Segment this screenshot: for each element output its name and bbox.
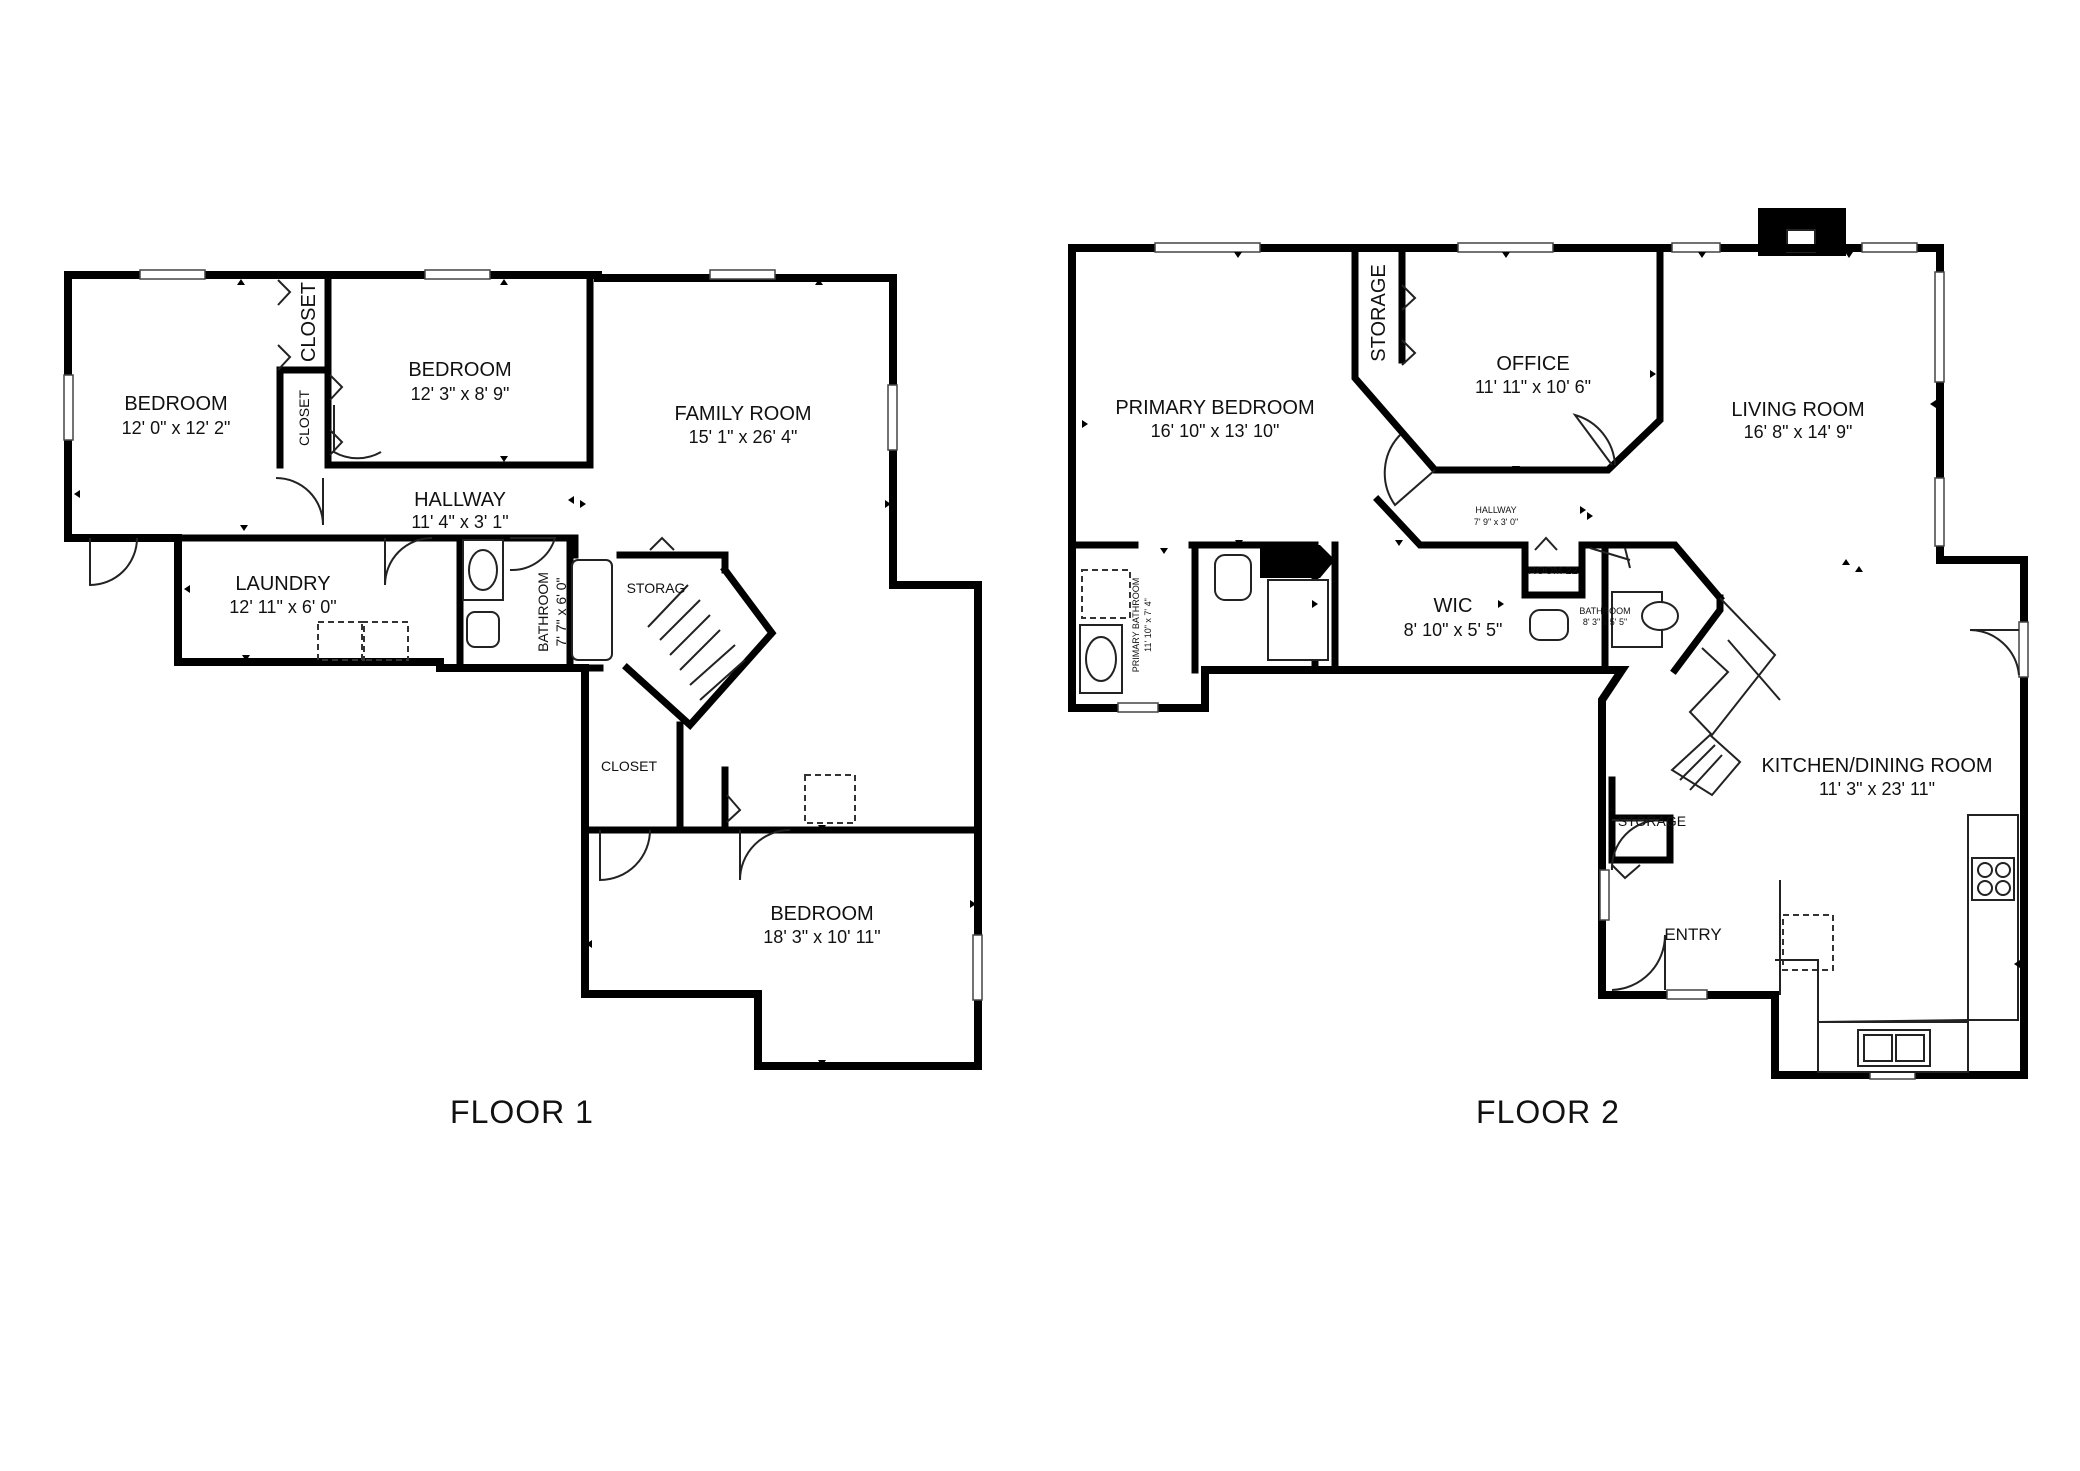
floor-2: PRIMARY BEDROOM 16' 10" x 13' 10" STORAG… <box>1068 208 2029 1130</box>
floor-1-windows <box>63 269 983 1001</box>
floor-1: BEDROOM 12' 0" x 12' 2" BEDROOM 12' 3" x… <box>63 269 983 1130</box>
room-name: BATHROOM <box>1579 606 1630 616</box>
room-name: OFFICE <box>1496 353 1569 375</box>
room-name: CLOSET <box>296 390 312 446</box>
room-name: STORAGE <box>1618 813 1686 829</box>
floor-1-doors <box>89 279 791 882</box>
room-name: LAUNDRY <box>235 573 330 595</box>
floor-2-fixtures <box>1079 554 2019 1073</box>
room-dims: 7' 7" x 6' 0" <box>553 577 569 646</box>
room-dims: 16' 10" x 13' 10" <box>1151 421 1280 441</box>
room-name: LIVING ROOM <box>1731 399 1864 421</box>
room-dims: 15' 1" x 26' 4" <box>689 427 798 447</box>
room-dims: 12' 11" x 6' 0" <box>229 597 336 617</box>
room-dims: 8' 10" x 5' 5" <box>1404 620 1503 640</box>
room-dims: 8' 3" x 5' 5" <box>1583 617 1627 627</box>
room-name: PRIMARY BEDROOM <box>1115 397 1314 419</box>
room-dims: 11' 10" x 7' 4" <box>1143 598 1153 652</box>
room-name: CLOSET <box>298 282 320 362</box>
room-name: HALLWAY <box>414 489 506 511</box>
room-name: STORAGE <box>1368 264 1390 361</box>
floor-1-stairs <box>622 565 777 730</box>
room-dims: 7' 9" x 3' 0" <box>1474 517 1518 527</box>
room-name: ENTRY <box>1664 925 1721 944</box>
room-name: STORAG <box>627 580 686 596</box>
floor-2-interior-walls <box>1068 244 1725 864</box>
floor-2-windows <box>1117 242 2029 1080</box>
room-name: WIC <box>1434 595 1473 617</box>
room-name: PRIMARY BATHROOM <box>1131 578 1141 673</box>
floor-1-labels: BEDROOM 12' 0" x 12' 2" BEDROOM 12' 3" x… <box>122 282 881 1130</box>
floor-1-fixtures <box>317 539 856 824</box>
room-dims: 11' 4" x 3' 1" <box>411 512 508 532</box>
floor-1-interior-walls <box>174 274 982 834</box>
room-dims: 12' 0" x 12' 2" <box>122 418 231 438</box>
room-name: KITCHEN/DINING ROOM <box>1761 755 1992 777</box>
floor-label: FLOOR 1 <box>450 1094 594 1130</box>
room-dims: 12' 3" x 8' 9" <box>411 384 510 404</box>
room-name: BATHROOM <box>535 572 551 652</box>
room-name: HALLWAY <box>1475 505 1516 515</box>
floor-2-doors <box>1383 284 2020 995</box>
room-name: FAMILY ROOM <box>674 403 811 425</box>
floor-1-outer-wall <box>64 271 982 1070</box>
room-dims: 16' 8" x 14' 9" <box>1744 422 1853 442</box>
room-name: CLOSET <box>601 758 657 774</box>
floor-2-labels: PRIMARY BEDROOM 16' 10" x 13' 10" STORAG… <box>1115 264 1992 1130</box>
room-name: BEDROOM <box>408 359 511 381</box>
floor-label: FLOOR 2 <box>1476 1094 1620 1130</box>
room-dims: 18' 3" x 10' 11" <box>763 927 880 947</box>
room-name: ROOM 22 <box>1528 565 1578 577</box>
room-name: BEDROOM <box>124 393 227 415</box>
floor-2-stairs <box>1670 597 1781 797</box>
room-dims: 11' 11" x 10' 6" <box>1475 377 1591 397</box>
room-name: BEDROOM <box>770 903 873 925</box>
fireplace <box>1260 545 1335 578</box>
room-dims: 11' 3" x 23' 11" <box>1819 779 1935 799</box>
